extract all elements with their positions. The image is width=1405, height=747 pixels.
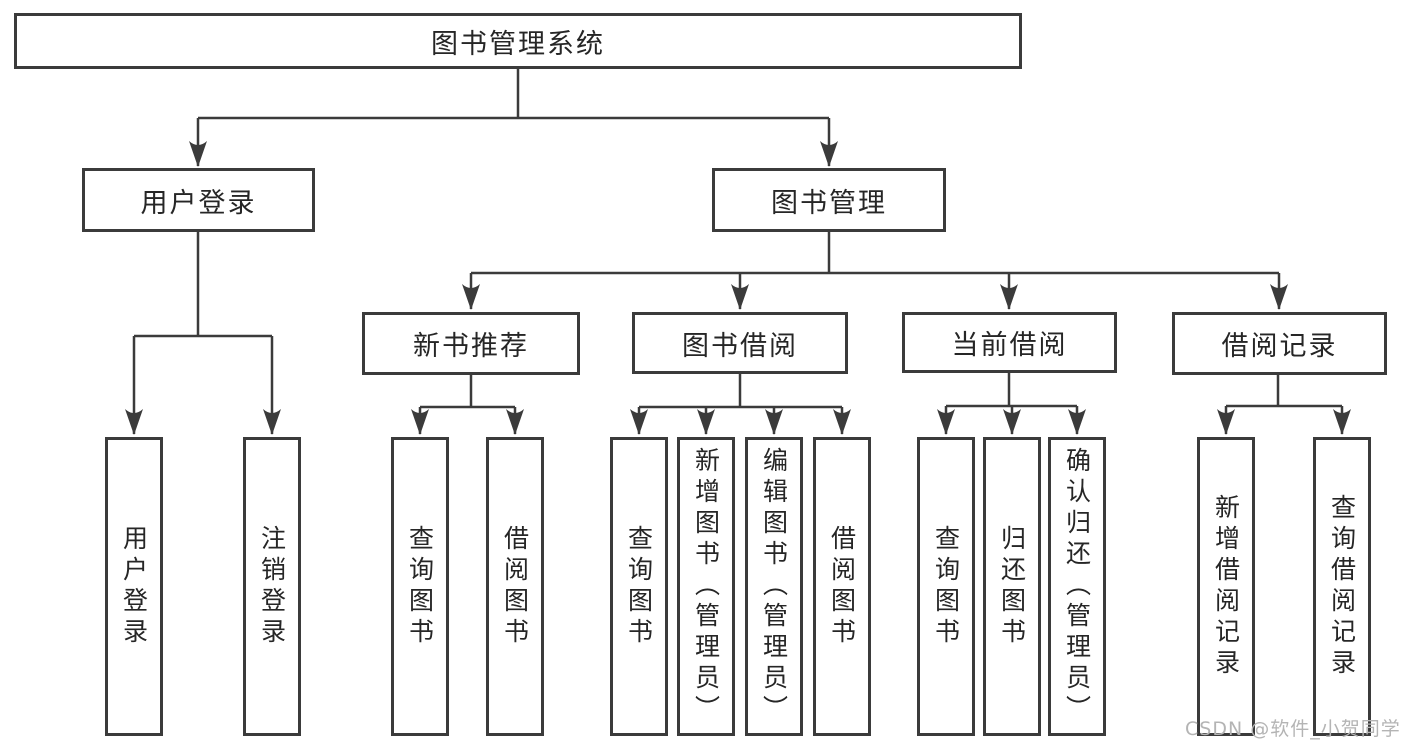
leaf-label: 查询图书 [624,524,654,649]
leaf-logout: 注销登录 [243,437,301,736]
node-current-borrowing: 当前借阅 [902,312,1117,373]
node-borrowing-records: 借阅记录 [1172,312,1387,375]
leaf-borrow-books-newbooks: 借阅图书 [486,437,544,736]
leaf-add-books-admin: 新增图书（管理员） [677,437,735,736]
leaf-label: 确认归还（管理员） [1062,447,1092,726]
node-user-login-branch: 用户登录 [82,168,315,232]
node-label: 借阅记录 [1221,331,1338,362]
node-label: 图书管理系统 [431,28,605,60]
node-book-management-branch: 图书管理 [712,168,946,232]
leaf-label: 借阅图书 [500,524,530,649]
leaf-label: 注销登录 [257,524,287,649]
leaf-query-books-current: 查询图书 [917,437,975,736]
leaf-label: 新增借阅记录 [1211,493,1241,680]
leaf-confirm-return-admin: 确认归还（管理员） [1048,437,1106,736]
node-label: 新书推荐 [413,331,529,362]
leaf-label: 编辑图书（管理员） [759,447,789,726]
leaf-add-borrow-record: 新增借阅记录 [1197,437,1255,736]
leaf-borrow-books-borrowing: 借阅图书 [813,437,871,736]
node-label: 图书借阅 [682,330,798,362]
leaf-label: 新增图书（管理员） [691,447,721,726]
node-library-management-system: 图书管理系统 [14,13,1022,69]
leaf-query-books-newbooks: 查询图书 [391,437,449,736]
node-label: 图书管理 [771,187,887,219]
leaf-label: 借阅图书 [827,524,857,649]
leaf-return-books: 归还图书 [983,437,1041,736]
leaf-label: 查询图书 [931,524,961,649]
node-new-book-recommendation: 新书推荐 [362,312,580,375]
leaf-label: 归还图书 [997,524,1027,649]
leaf-query-books-borrowing: 查询图书 [610,437,668,736]
leaf-query-borrow-record: 查询借阅记录 [1313,437,1371,736]
leaf-label: 用户登录 [119,524,149,649]
csdn-watermark: CSDN @软件_小贺同学 [1185,718,1401,740]
node-label: 用户登录 [140,187,257,219]
node-book-borrowing: 图书借阅 [632,312,848,374]
leaf-label: 查询图书 [405,524,435,649]
node-label: 当前借阅 [951,330,1068,361]
leaf-user-login: 用户登录 [105,437,163,736]
leaf-label: 查询借阅记录 [1327,493,1357,680]
leaf-edit-books-admin: 编辑图书（管理员） [745,437,803,736]
